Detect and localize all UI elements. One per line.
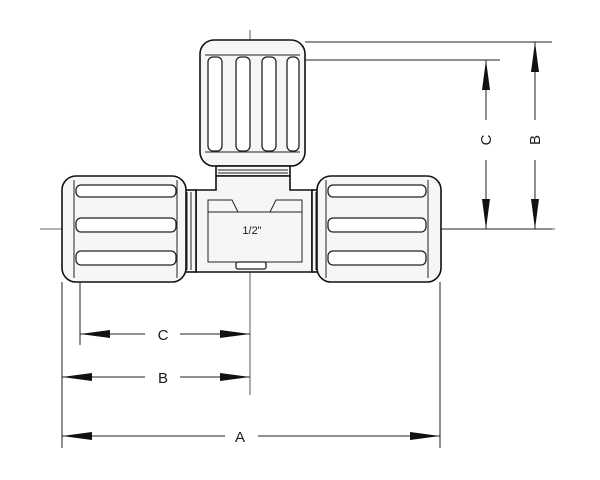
dim-c-h-arrow-right: [220, 330, 250, 338]
extension-lines: [61, 41, 552, 448]
left-nut-rib-3: [75, 250, 177, 266]
dim-b-v-arrow-bottom: [531, 199, 539, 229]
left-nut-rib-1: [75, 184, 177, 198]
right-nut: [316, 175, 442, 283]
right-nut-rib-2: [327, 217, 427, 233]
dim-b-h-arrow-left: [62, 373, 92, 381]
top-nut-rib-4: [286, 56, 300, 152]
dim-b-horizontal-label: B: [158, 370, 168, 387]
dim-a-arrow-left: [62, 432, 92, 440]
tee-bottom-tab: [235, 261, 267, 270]
tee-body-outline: [195, 175, 313, 273]
top-nut: [199, 39, 306, 167]
dimension-a: A: [62, 429, 440, 446]
dimension-c-horizontal: C: [80, 327, 250, 344]
left-nut: [61, 175, 187, 283]
dim-c-v-arrow-bottom: [482, 199, 490, 229]
tee-body: 1/2": [195, 175, 313, 273]
dimension-c-vertical: C: [478, 60, 495, 229]
dim-b-h-arrow-right: [220, 373, 250, 381]
top-nut-rib-2: [235, 56, 251, 152]
dim-c-horizontal-label: C: [158, 327, 169, 344]
dim-c-h-arrow-left: [80, 330, 110, 338]
port-size-label: 1/2": [242, 225, 261, 237]
dimension-b-vertical: B: [527, 42, 544, 229]
right-nut-rib-1: [327, 184, 427, 198]
top-nut-rib-3: [261, 56, 277, 152]
dim-b-v-arrow-top: [531, 42, 539, 72]
dim-c-v-arrow-top: [482, 60, 490, 90]
right-nut-rib-3: [327, 250, 427, 266]
top-nut-rib-1: [207, 56, 223, 152]
dim-c-vertical-label: C: [478, 134, 495, 145]
dim-a-arrow-right: [410, 432, 440, 440]
dimension-b-horizontal: B: [62, 370, 250, 387]
dim-a-label: A: [235, 429, 245, 446]
dim-b-vertical-label: B: [527, 135, 544, 145]
left-nut-rib-2: [75, 217, 177, 233]
top-thread: [215, 165, 291, 177]
